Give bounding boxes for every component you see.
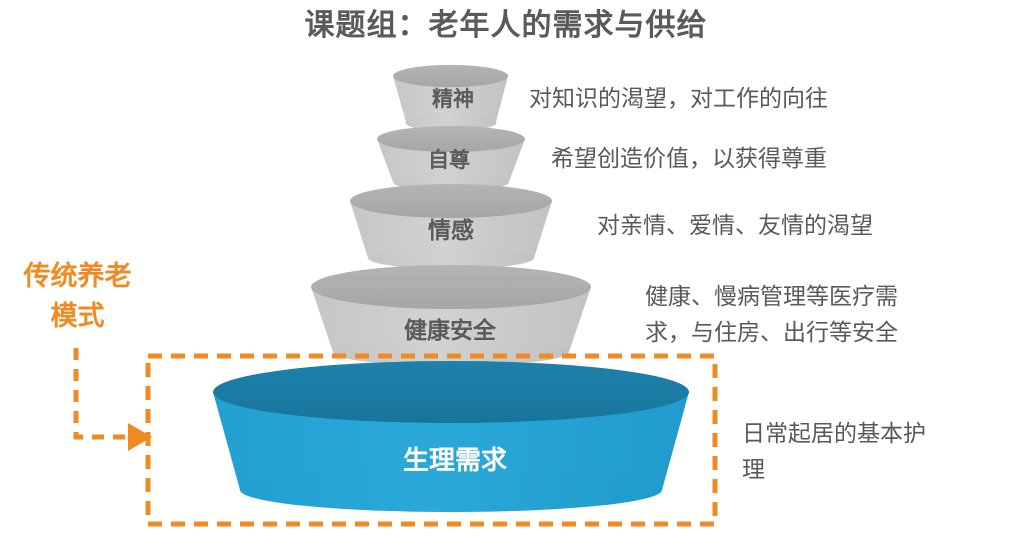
dashed-arrow-line xyxy=(73,348,128,440)
pyramid-label-emotion: 情感 xyxy=(428,217,474,243)
pyramid-layer-physiological[interactable] xyxy=(213,361,689,512)
description-esteem: 希望创造价值，以获得尊重 xyxy=(551,145,827,171)
pyramid-label-health: 健康安全 xyxy=(404,317,496,343)
description-emotion: 对亲情、爱情、友情的渴望 xyxy=(597,212,873,238)
pyramid-label-physiological: 生理需求 xyxy=(402,445,507,475)
traditional-care-mode-label: 传统养老 模式 xyxy=(23,261,132,331)
description-health: 健康、慢病管理等医疗需 求，与住房、出行等安全 xyxy=(645,283,898,345)
pyramid-label-spirit: 精神 xyxy=(432,88,474,111)
dashed-arrow-right-icon xyxy=(128,423,152,451)
description-spirit: 对知识的渴望，对工作的向往 xyxy=(529,85,828,111)
page-title: 课题组：老年人的需求与供给 xyxy=(304,9,708,42)
description-physiological: 日常起居的基本护 理 xyxy=(742,420,926,482)
pyramid-label-esteem: 自尊 xyxy=(428,149,470,172)
